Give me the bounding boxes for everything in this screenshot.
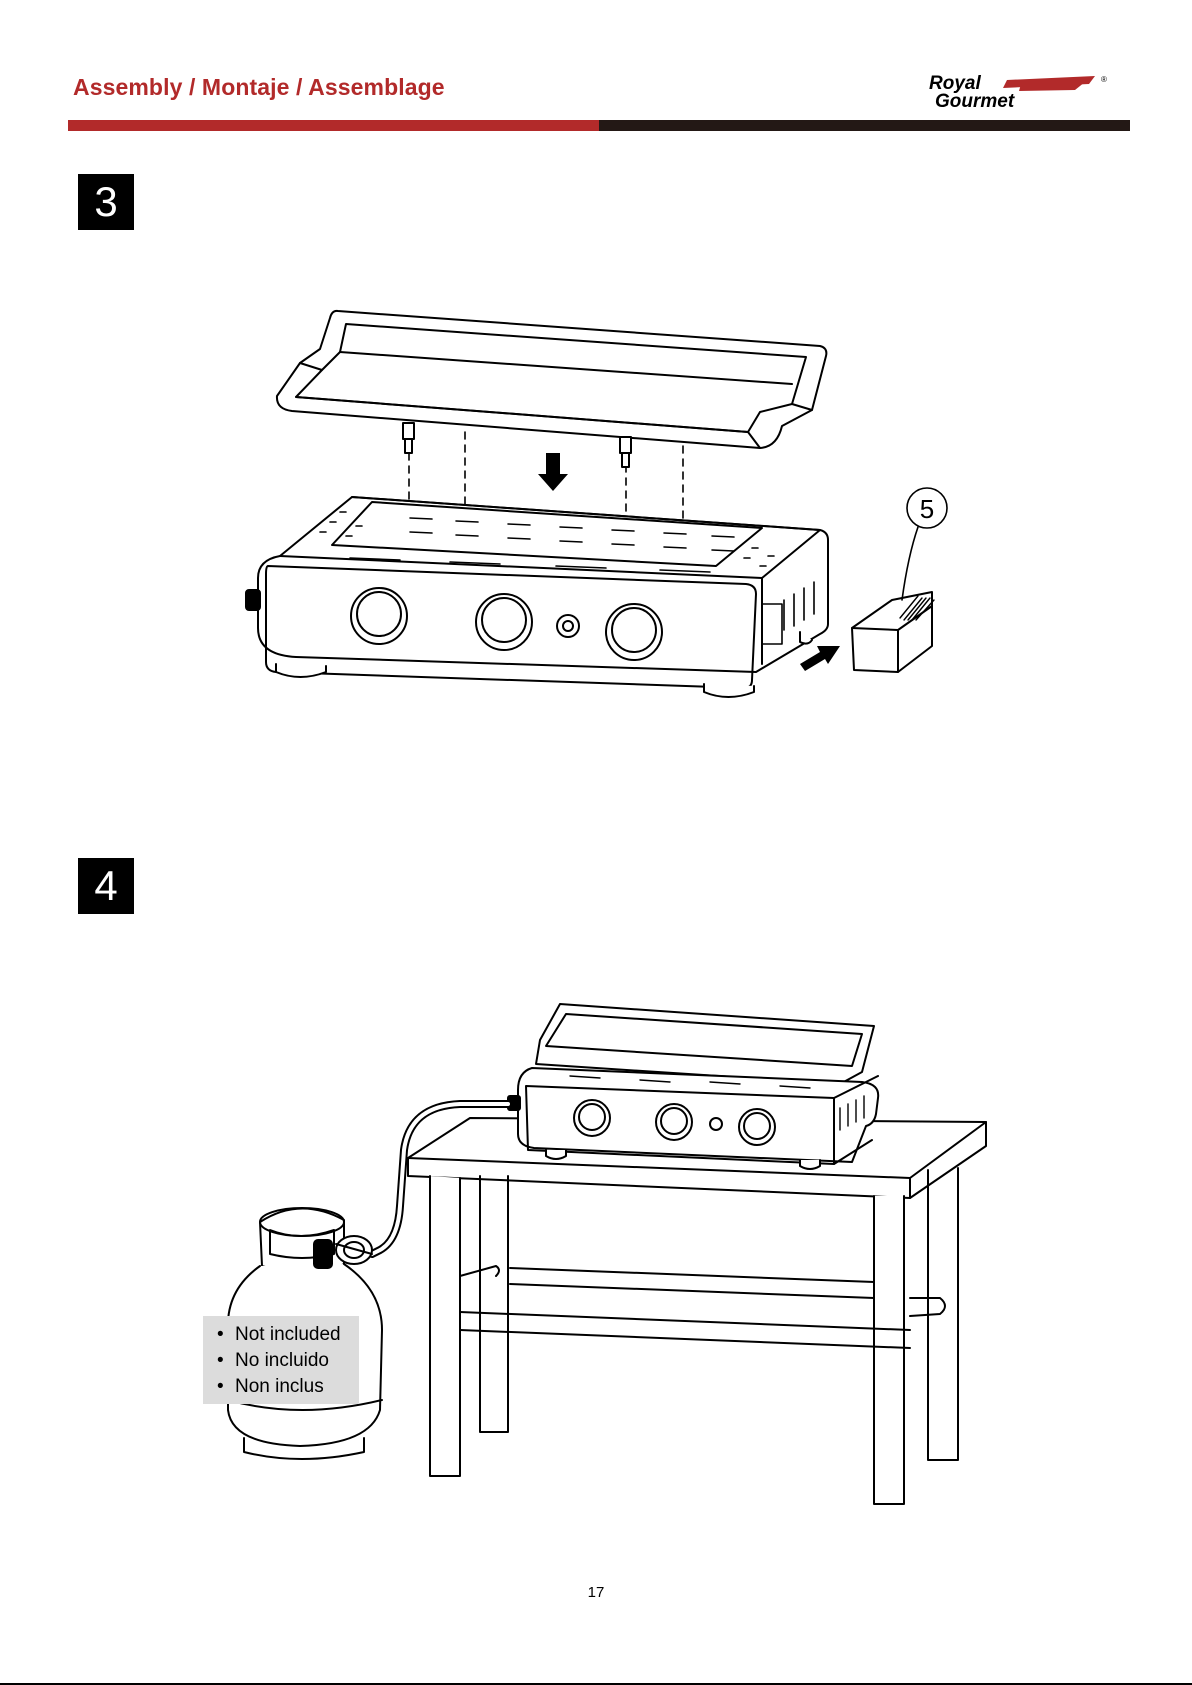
page-number: 17	[0, 1584, 1192, 1601]
griddle-assembled	[508, 1004, 878, 1169]
callout-label: 5	[920, 494, 934, 524]
table	[408, 1118, 986, 1504]
griddle-plate	[277, 311, 826, 448]
note-item-es: No incluido	[217, 1348, 359, 1374]
griddle-base	[246, 497, 828, 697]
note-item-fr: Non inclus	[217, 1374, 359, 1400]
note-item-en: Not included	[217, 1322, 359, 1348]
not-included-note: Not included No incluido Non inclus	[203, 1316, 359, 1404]
grease-tray	[852, 592, 934, 672]
arrow-insert-icon	[800, 646, 840, 671]
arrow-down-icon	[538, 453, 568, 491]
